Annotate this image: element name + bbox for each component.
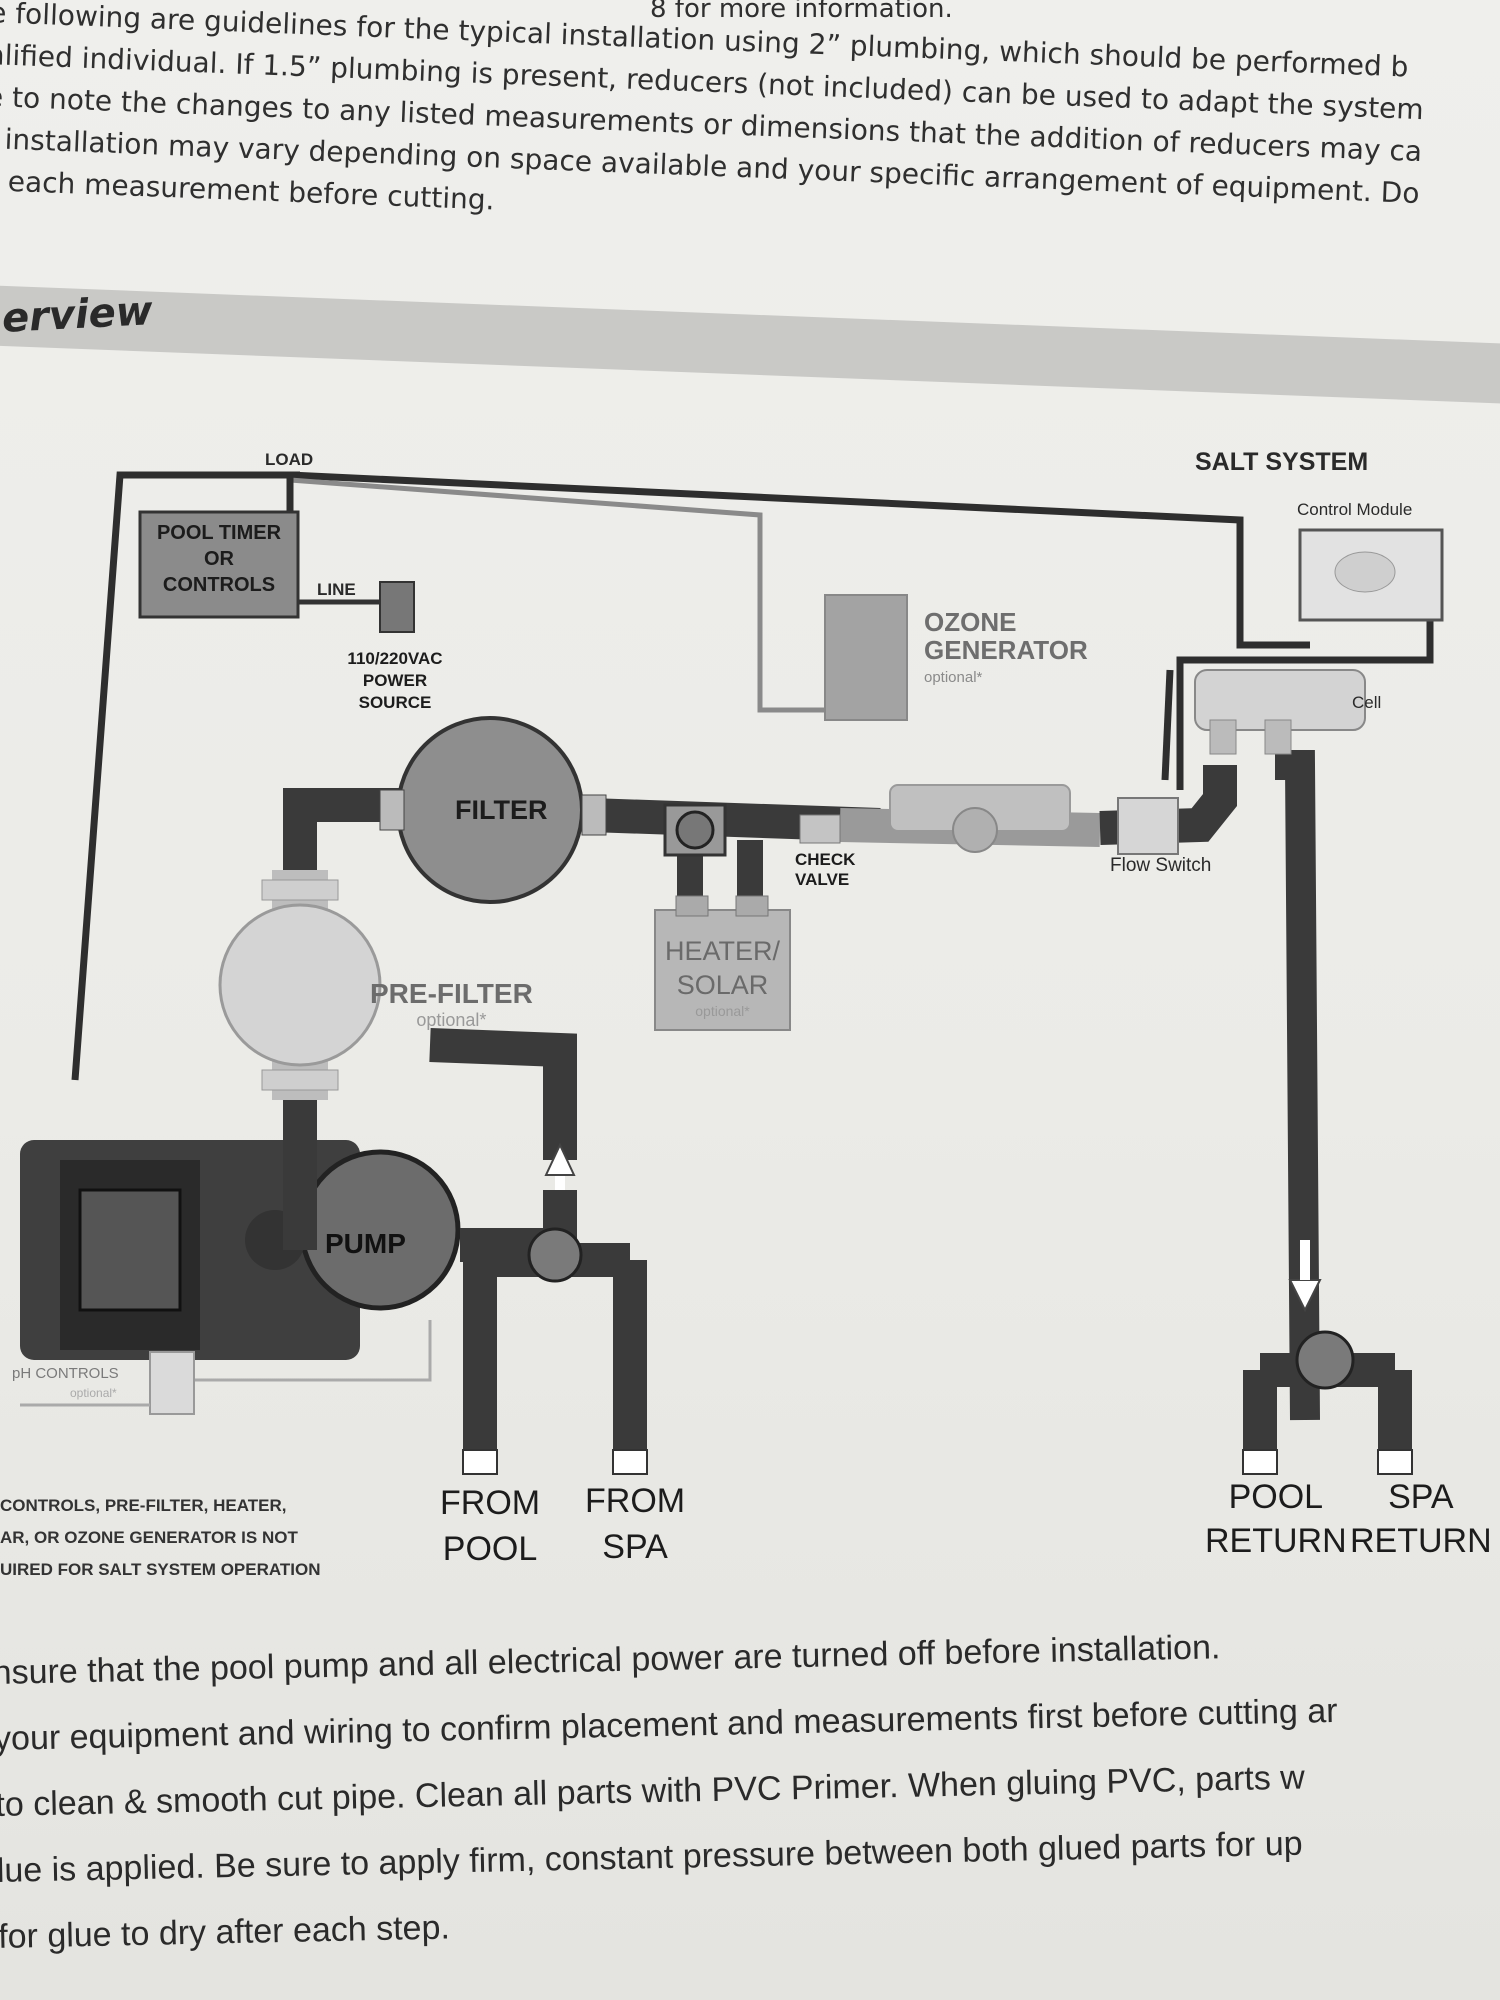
power-source-box (379, 581, 415, 633)
ozone-generator-box (824, 594, 908, 721)
check-valve-label: CHECK VALVE (795, 850, 856, 889)
pool-timer-box (138, 510, 300, 619)
section-header-bar (0, 285, 1500, 405)
prefilter (218, 870, 382, 1250)
heater-label: HEATER/ SOLAR optional* (664, 936, 780, 1019)
line-label: LINE (317, 580, 356, 599)
return-arrow-icon (1288, 1279, 1322, 1313)
ozone-generator-label: OZONE GENERATOR optional* (924, 607, 1088, 686)
intake-arrow-icon (544, 1142, 576, 1176)
flow-switch-body (1117, 797, 1179, 855)
spa-return-label: SPA RETURN (1350, 1478, 1492, 1560)
optional-disclaimer: CONTROLS, PRE-FILTER, HEATER, AR, OR OZO… (0, 1496, 321, 1579)
plumbing-diagram-svg (20, 471, 1444, 1475)
filter-label: FILTER (455, 795, 548, 825)
power-source-label: 110/220VAC POWER SOURCE (347, 649, 443, 712)
intake-valve (527, 1227, 583, 1283)
intro-paragraph: e following are guidelines for the typic… (0, 0, 1500, 263)
from-pool-label: FROM POOL (440, 1484, 541, 1568)
salt-system-label: SALT SYSTEM (1195, 448, 1369, 476)
from-spa-label: FROM SPA (585, 1482, 686, 1566)
pump-label: PUMP (325, 1228, 406, 1259)
filter (379, 716, 607, 904)
section-title: erview (0, 288, 154, 342)
instructions-text: nsure that the pool pump and all electri… (0, 1607, 1500, 1970)
control-module-label: Control Module (1297, 500, 1413, 519)
more-info-note: 8 for more information. (650, 0, 953, 24)
plumbing-diagram: LOAD LINE POOL TIMER OR CONTROLS 110/220… (0, 420, 1500, 1600)
pool-timer-label: POOL TIMER OR CONTROLS (156, 522, 282, 596)
ph-controls-box (149, 1351, 195, 1415)
flow-switch-label: Flow Switch (1110, 855, 1212, 876)
load-label: LOAD (265, 450, 314, 469)
prefilter-label: PRE-FILTER optional* (370, 978, 533, 1030)
return-valve (1295, 1330, 1355, 1390)
check-valve-body (799, 814, 841, 844)
cell-label: Cell (1352, 693, 1382, 712)
ph-controls-label: pH CONTROLS (12, 1365, 119, 1382)
heater-box (654, 909, 791, 1031)
wiring (71, 471, 1434, 1081)
pool-return-label: POOL RETURN (1205, 1478, 1347, 1560)
ph-optional-label: optional* (70, 1386, 117, 1400)
pump-body (20, 1140, 461, 1360)
